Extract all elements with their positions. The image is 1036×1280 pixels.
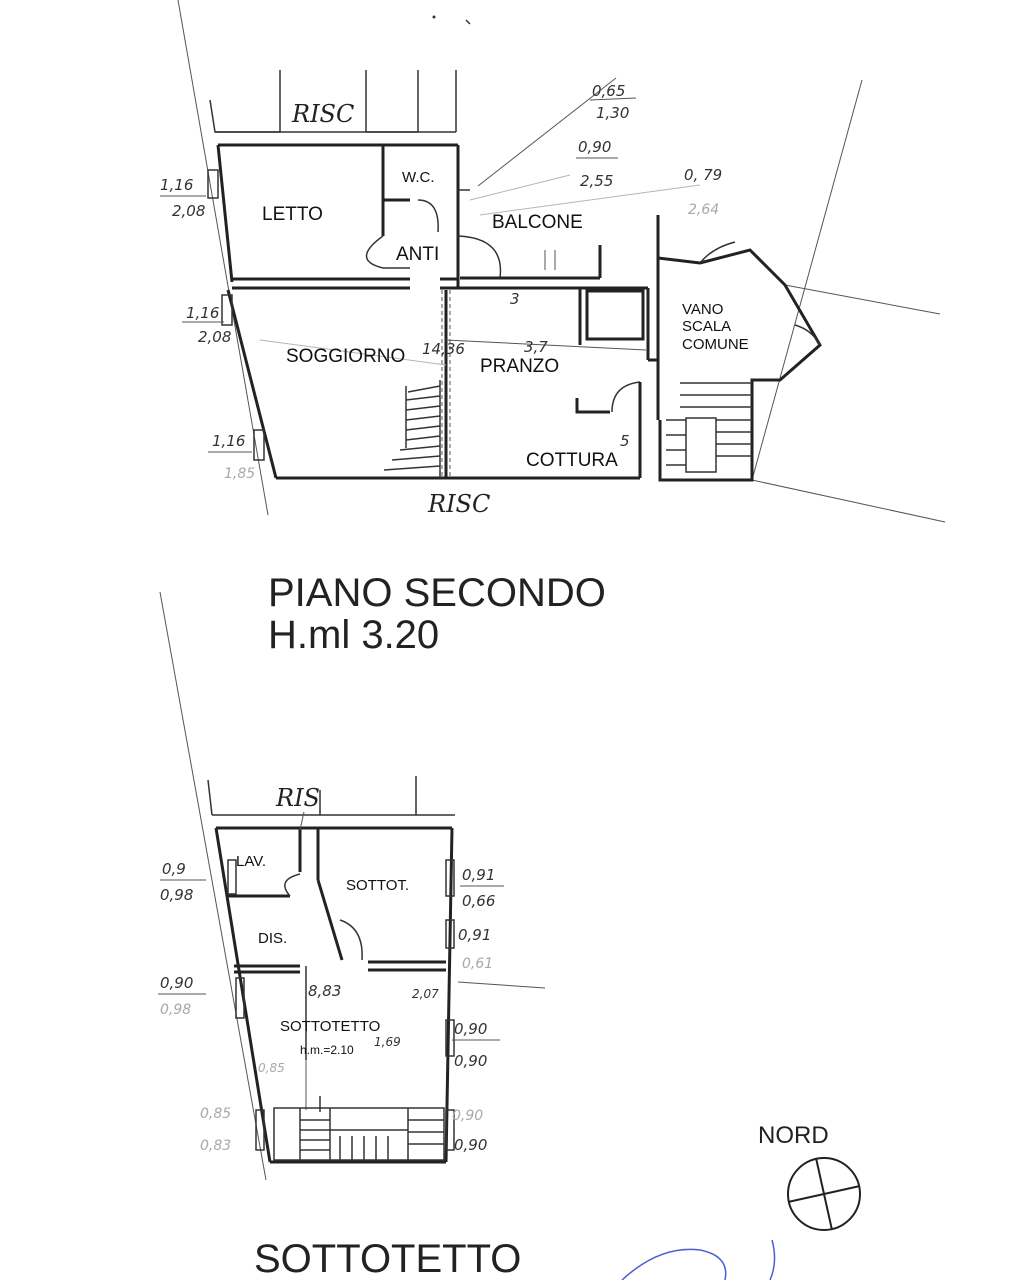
note-letto-bottom: 2,08 <box>172 202 205 220</box>
room-label-soggiorno: SOGGIORNO <box>286 346 405 367</box>
risc-label-bottom: RISC <box>427 490 490 518</box>
room-label-pranzo: PRANZO <box>480 356 559 377</box>
vano-scala-comune <box>656 241 822 482</box>
note-n2-top: 0,90 <box>578 138 611 156</box>
note-area-soggiorno: 14,36 <box>422 340 465 358</box>
note-n3-bottom: 2,64 <box>688 202 719 218</box>
room-label-letto: LETTO <box>262 204 323 225</box>
room-height-label: h.m.=2.10 <box>300 1043 354 1057</box>
note-sogg2-bottom: 1,85 <box>224 466 255 482</box>
floor-title-sottotetto: SOTTOTETTO <box>254 1237 521 1280</box>
stair-sottotetto <box>273 1096 445 1161</box>
note-lav-top: 0,9 <box>162 860 186 878</box>
note-207: 2,07 <box>412 987 439 1001</box>
note-n3-top: 0, 79 <box>684 166 722 184</box>
room-label-cottura: COTTURA <box>526 450 618 471</box>
note-lav-bottom: 0,98 <box>160 886 193 904</box>
note-left-top: 0,90 <box>160 974 193 992</box>
note-n2-bottom: 2,55 <box>580 172 613 190</box>
note-stair-top: 0,90 <box>452 1108 483 1124</box>
ris-label: RIS <box>275 784 320 812</box>
stair-soggiorno <box>383 290 451 478</box>
note-left-bottom: 0,98 <box>160 1002 191 1018</box>
floor-title-piano-secondo: PIANO SECONDO <box>268 571 606 615</box>
note-883: 8,83 <box>308 982 341 1000</box>
note-area-pranzo: 3,7 <box>524 338 548 356</box>
room-label-dis: DIS. <box>258 930 287 947</box>
room-label-scala: SCALA <box>682 318 731 335</box>
note-low-left-bottom: 0,83 <box>200 1138 231 1154</box>
note-sogg-top: 1,16 <box>186 304 219 322</box>
note-right-top: 0,90 <box>454 1020 487 1038</box>
note-sottot-bottom: 0,66 <box>462 892 495 910</box>
signature-stroke <box>621 1239 776 1280</box>
note-right-bottom: 0,90 <box>454 1052 487 1070</box>
compass-label: NORD <box>758 1122 829 1149</box>
compass-icon <box>787 1157 861 1231</box>
note-low-left-top: 0,85 <box>200 1106 231 1122</box>
note-dis-bottom: 0,61 <box>462 956 493 972</box>
room-label-balcone: BALCONE <box>492 212 583 233</box>
note-n1-top: 0,65 <box>592 82 625 100</box>
floor-height-label: H.ml 3.20 <box>268 613 439 657</box>
compass: NORD <box>758 1122 861 1231</box>
room-label-wc: W.C. <box>402 169 435 186</box>
note-n1-bottom: 1,30 <box>596 104 629 122</box>
note-sogg2-top: 1,16 <box>212 432 245 450</box>
note-num-3: 3 <box>510 290 520 308</box>
note-letto-top: 1,16 <box>160 176 193 194</box>
note-num-5: 5 <box>620 432 630 450</box>
room-label-lav: LAV. <box>236 853 266 870</box>
risc-label-top: RISC <box>291 100 354 128</box>
plan-piano-secondo: LETTO W.C. ANTI BALCONE SOGGIORNO PRANZO… <box>160 0 946 657</box>
plan-sottotetto: LAV. SOTTOT. DIS. SOTTOTETTO h.m.=2.10 R… <box>158 591 546 1280</box>
note-085: 0,85 <box>258 1061 285 1075</box>
room-label-sottot: SOTTOT. <box>346 877 409 894</box>
note-dis-top: 0,91 <box>458 926 491 944</box>
note-stair-bottom: 0,90 <box>454 1136 487 1154</box>
room-label-comune: COMUNE <box>682 336 749 353</box>
note-169: 1,69 <box>374 1035 401 1049</box>
room-label-vano: VANO <box>682 301 723 318</box>
room-label-sottotetto: SOTTOTETTO <box>280 1018 380 1035</box>
note-sottot-top: 0,91 <box>462 866 495 884</box>
room-label-anti: ANTI <box>396 244 439 265</box>
note-sogg-bottom: 2,08 <box>198 328 231 346</box>
